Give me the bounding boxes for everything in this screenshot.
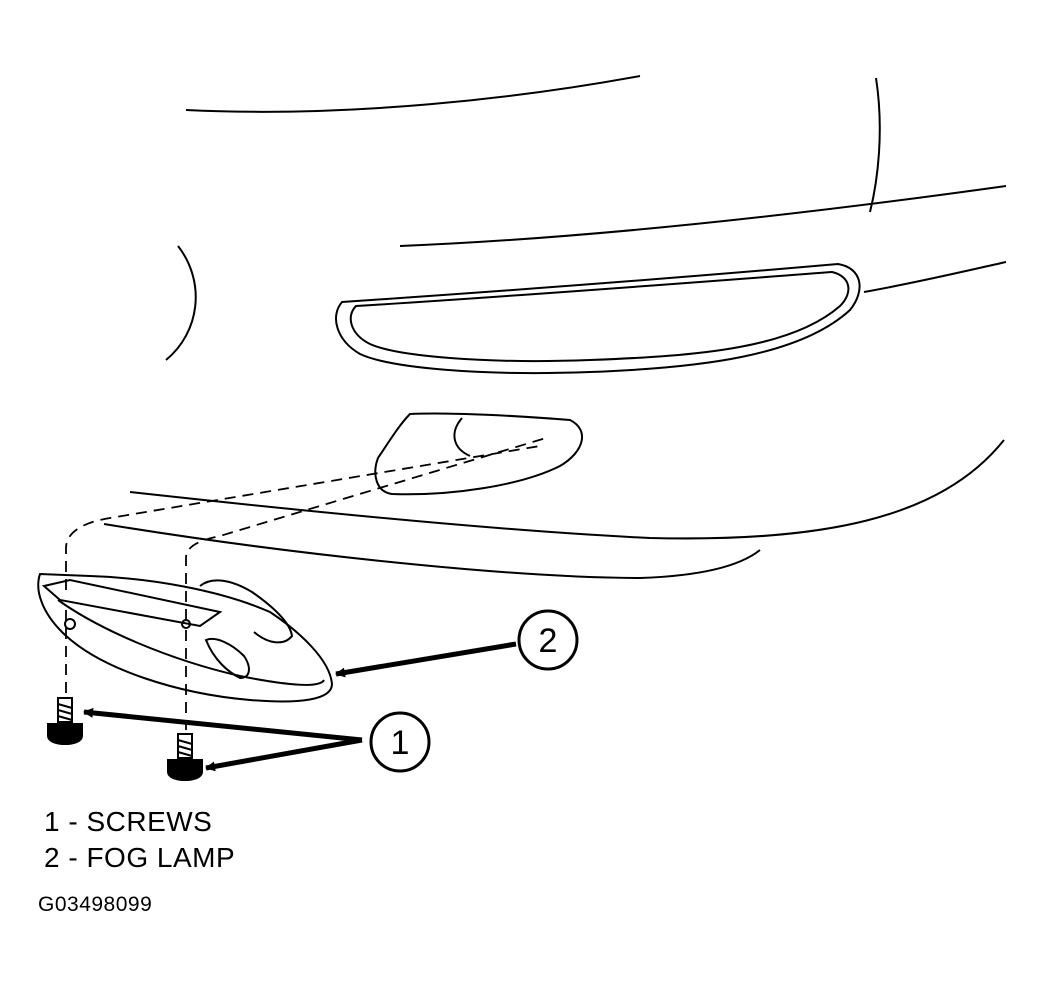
hood-line — [185, 75, 641, 113]
fog-lamp-mounting-flange — [41, 578, 223, 628]
legend-item-screws: 1 - SCREWS — [44, 806, 213, 837]
upper-bumper-line — [399, 185, 1007, 247]
mounting-hole-left — [64, 618, 76, 630]
grille-opening — [335, 262, 861, 375]
legend: 1 - SCREWS 2 - FOG LAMP — [44, 804, 235, 876]
figure-code: G03498099 — [38, 893, 153, 916]
fog-lamp-housing — [37, 572, 334, 703]
vehicle-body — [103, 75, 1007, 580]
callout-2-label: 2 — [539, 622, 558, 660]
bumper-side-line — [863, 261, 1007, 293]
lower-bumper-curve — [129, 439, 1005, 540]
arrow-to-screw-right — [205, 737, 363, 772]
installation-guide-lines — [65, 437, 547, 730]
leader-arrows — [83, 641, 517, 772]
fog-lamp-rear-bracket — [199, 579, 294, 644]
wheel-arch — [165, 245, 197, 361]
callout-2: 2 — [517, 609, 579, 671]
screw-right — [167, 733, 203, 782]
arrow-to-fog-lamp — [335, 641, 517, 678]
legend-item-fog-lamp: 2 - FOG LAMP — [44, 842, 236, 873]
screw-left — [47, 697, 83, 746]
fog-lamp-connector — [204, 638, 250, 680]
mounting-hole-right — [181, 619, 191, 629]
fog-lamp-recess — [374, 412, 583, 496]
callout-1: 1 — [369, 711, 431, 773]
fog-lamp-lens — [57, 599, 325, 686]
callout-1-label: 1 — [391, 724, 410, 762]
fog-lamp — [37, 572, 334, 703]
fender-curve — [869, 77, 881, 213]
spoiler-line — [103, 523, 761, 580]
arrow-to-screw-left — [83, 707, 363, 743]
